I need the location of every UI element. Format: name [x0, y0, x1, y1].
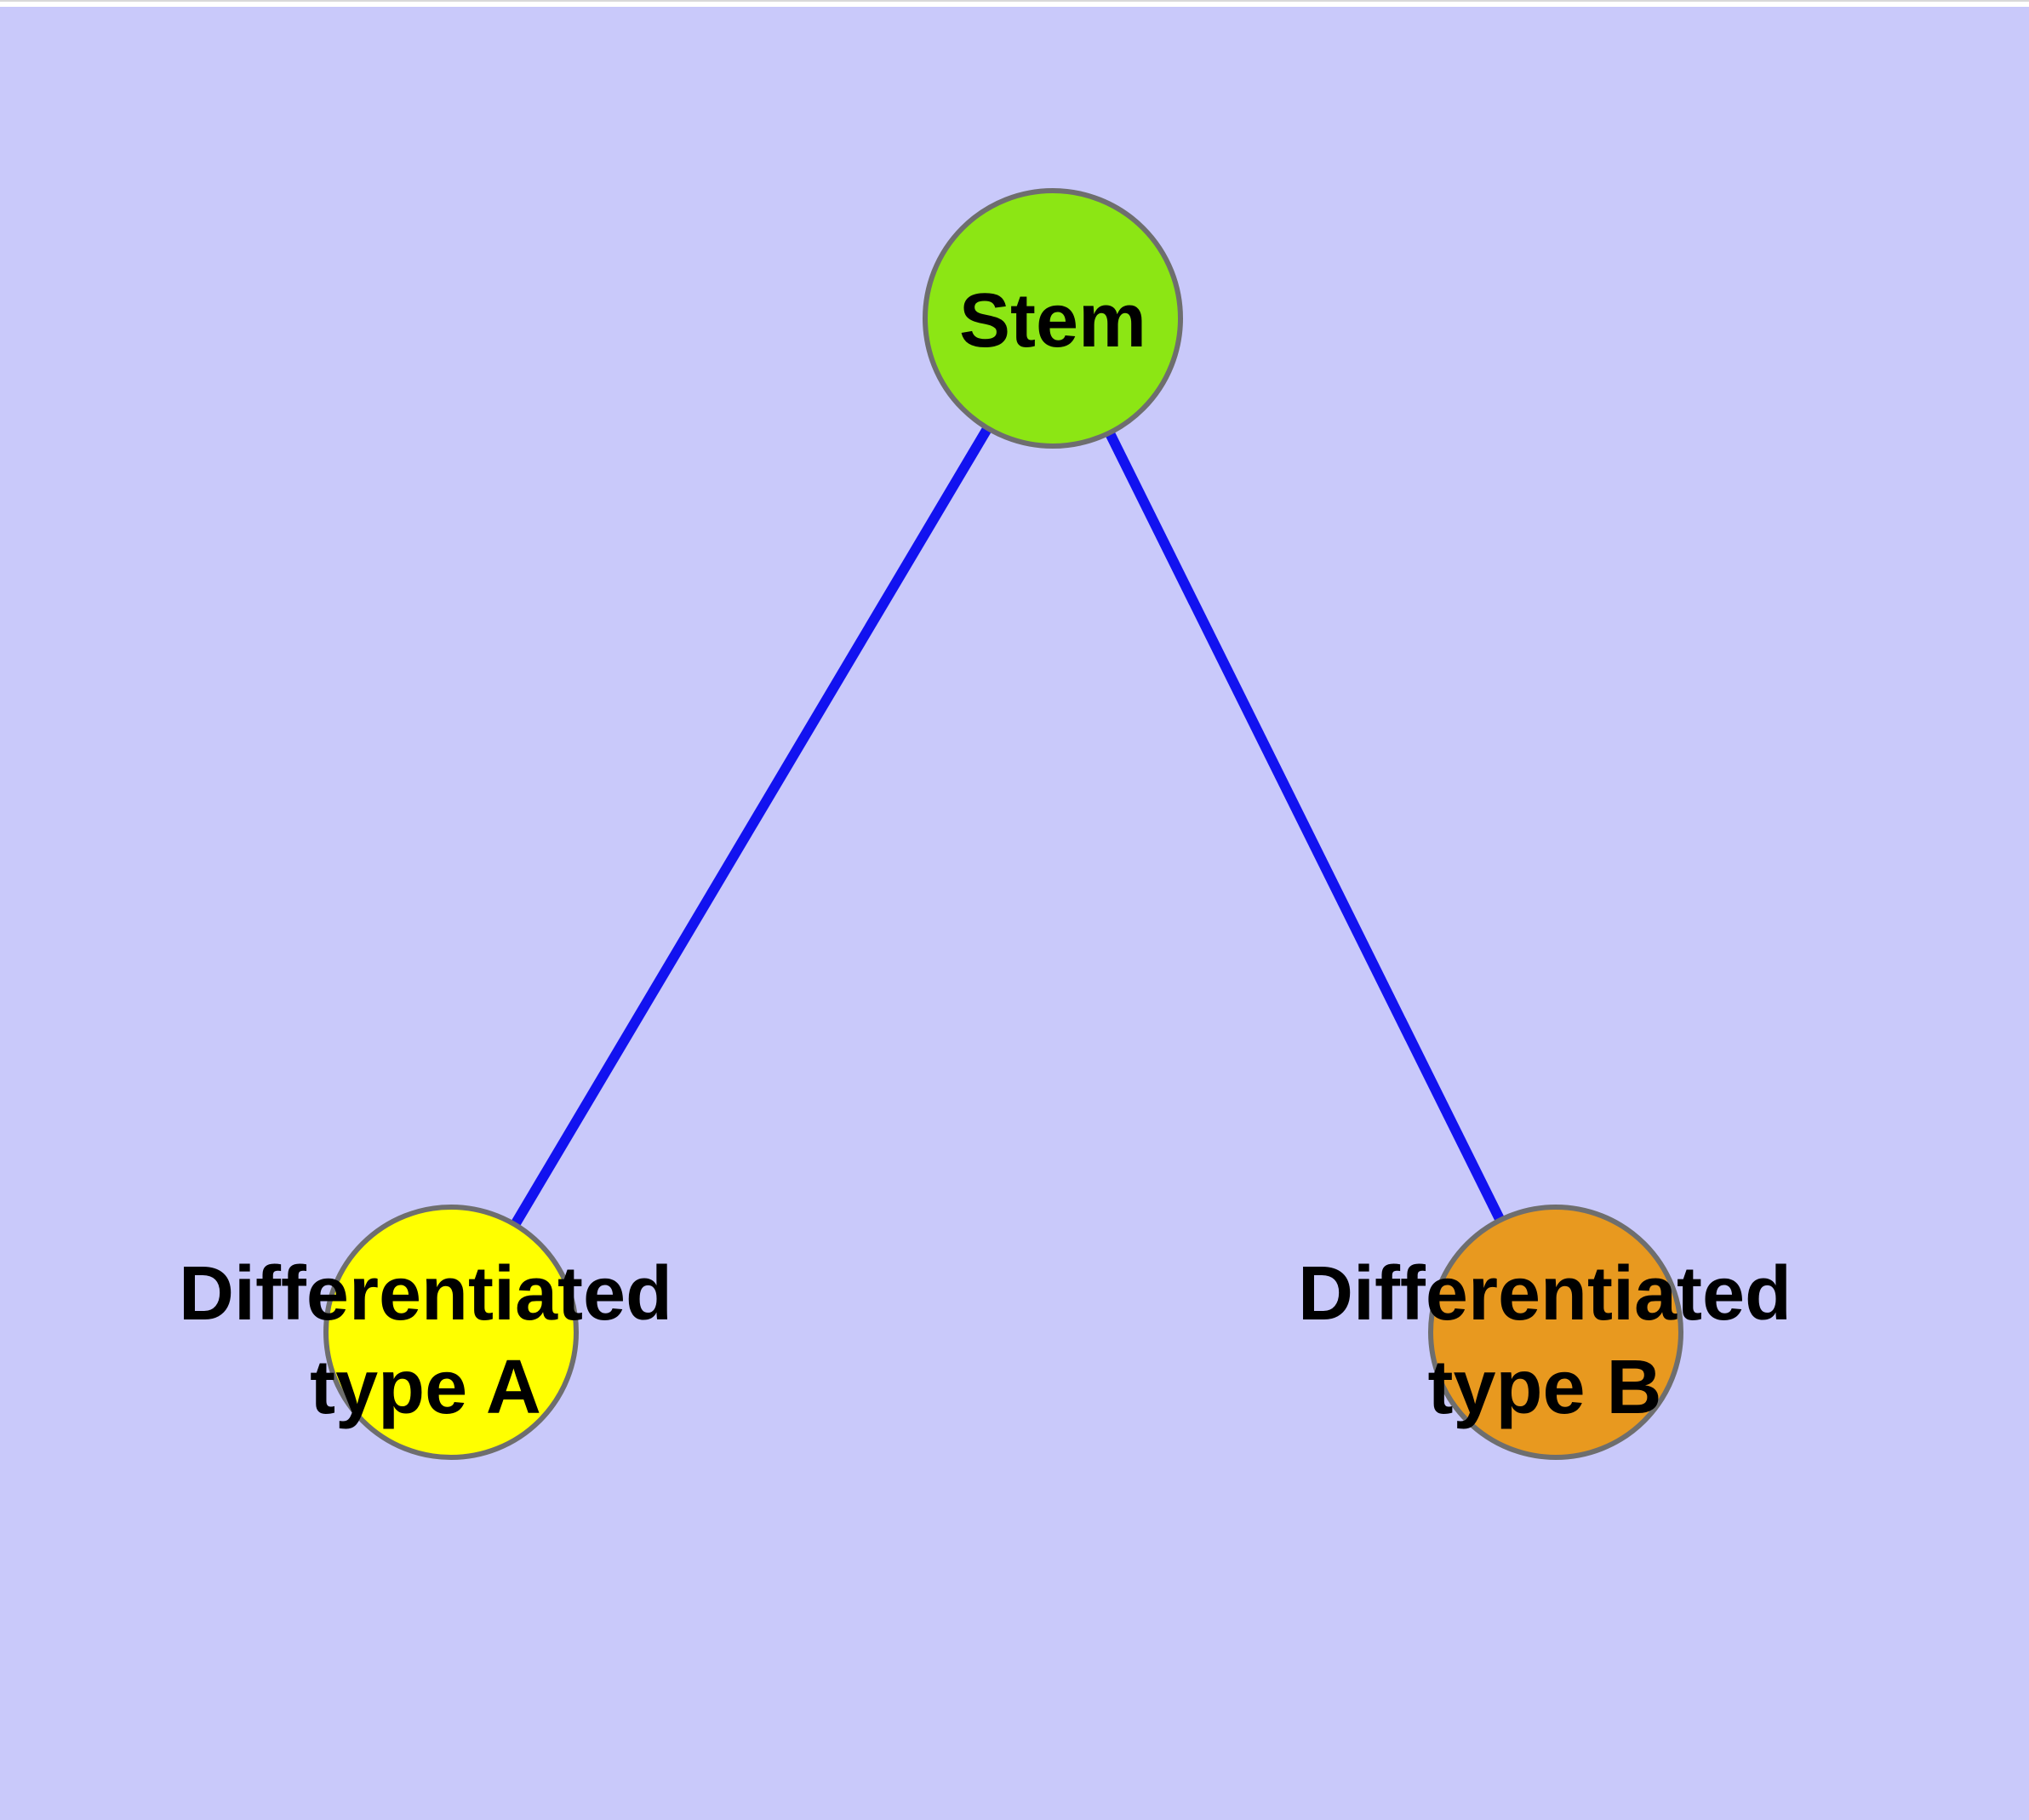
node-type-b-label-line2: type B	[1427, 1345, 1661, 1430]
node-type-a-label-line1: Differentiated	[179, 1251, 672, 1336]
node-differentiated-type-a	[323, 1205, 579, 1460]
node-stem-label: Stem	[959, 278, 1146, 363]
node-type-a-label-line2: type A	[310, 1345, 541, 1430]
node-stem	[923, 188, 1183, 449]
edge-stem-to-type-b	[1048, 316, 1561, 1335]
node-type-b-label-line1: Differentiated	[1298, 1251, 1792, 1336]
node-differentiated-type-b	[1428, 1205, 1683, 1460]
edge-stem-to-type-a	[446, 315, 1058, 1336]
